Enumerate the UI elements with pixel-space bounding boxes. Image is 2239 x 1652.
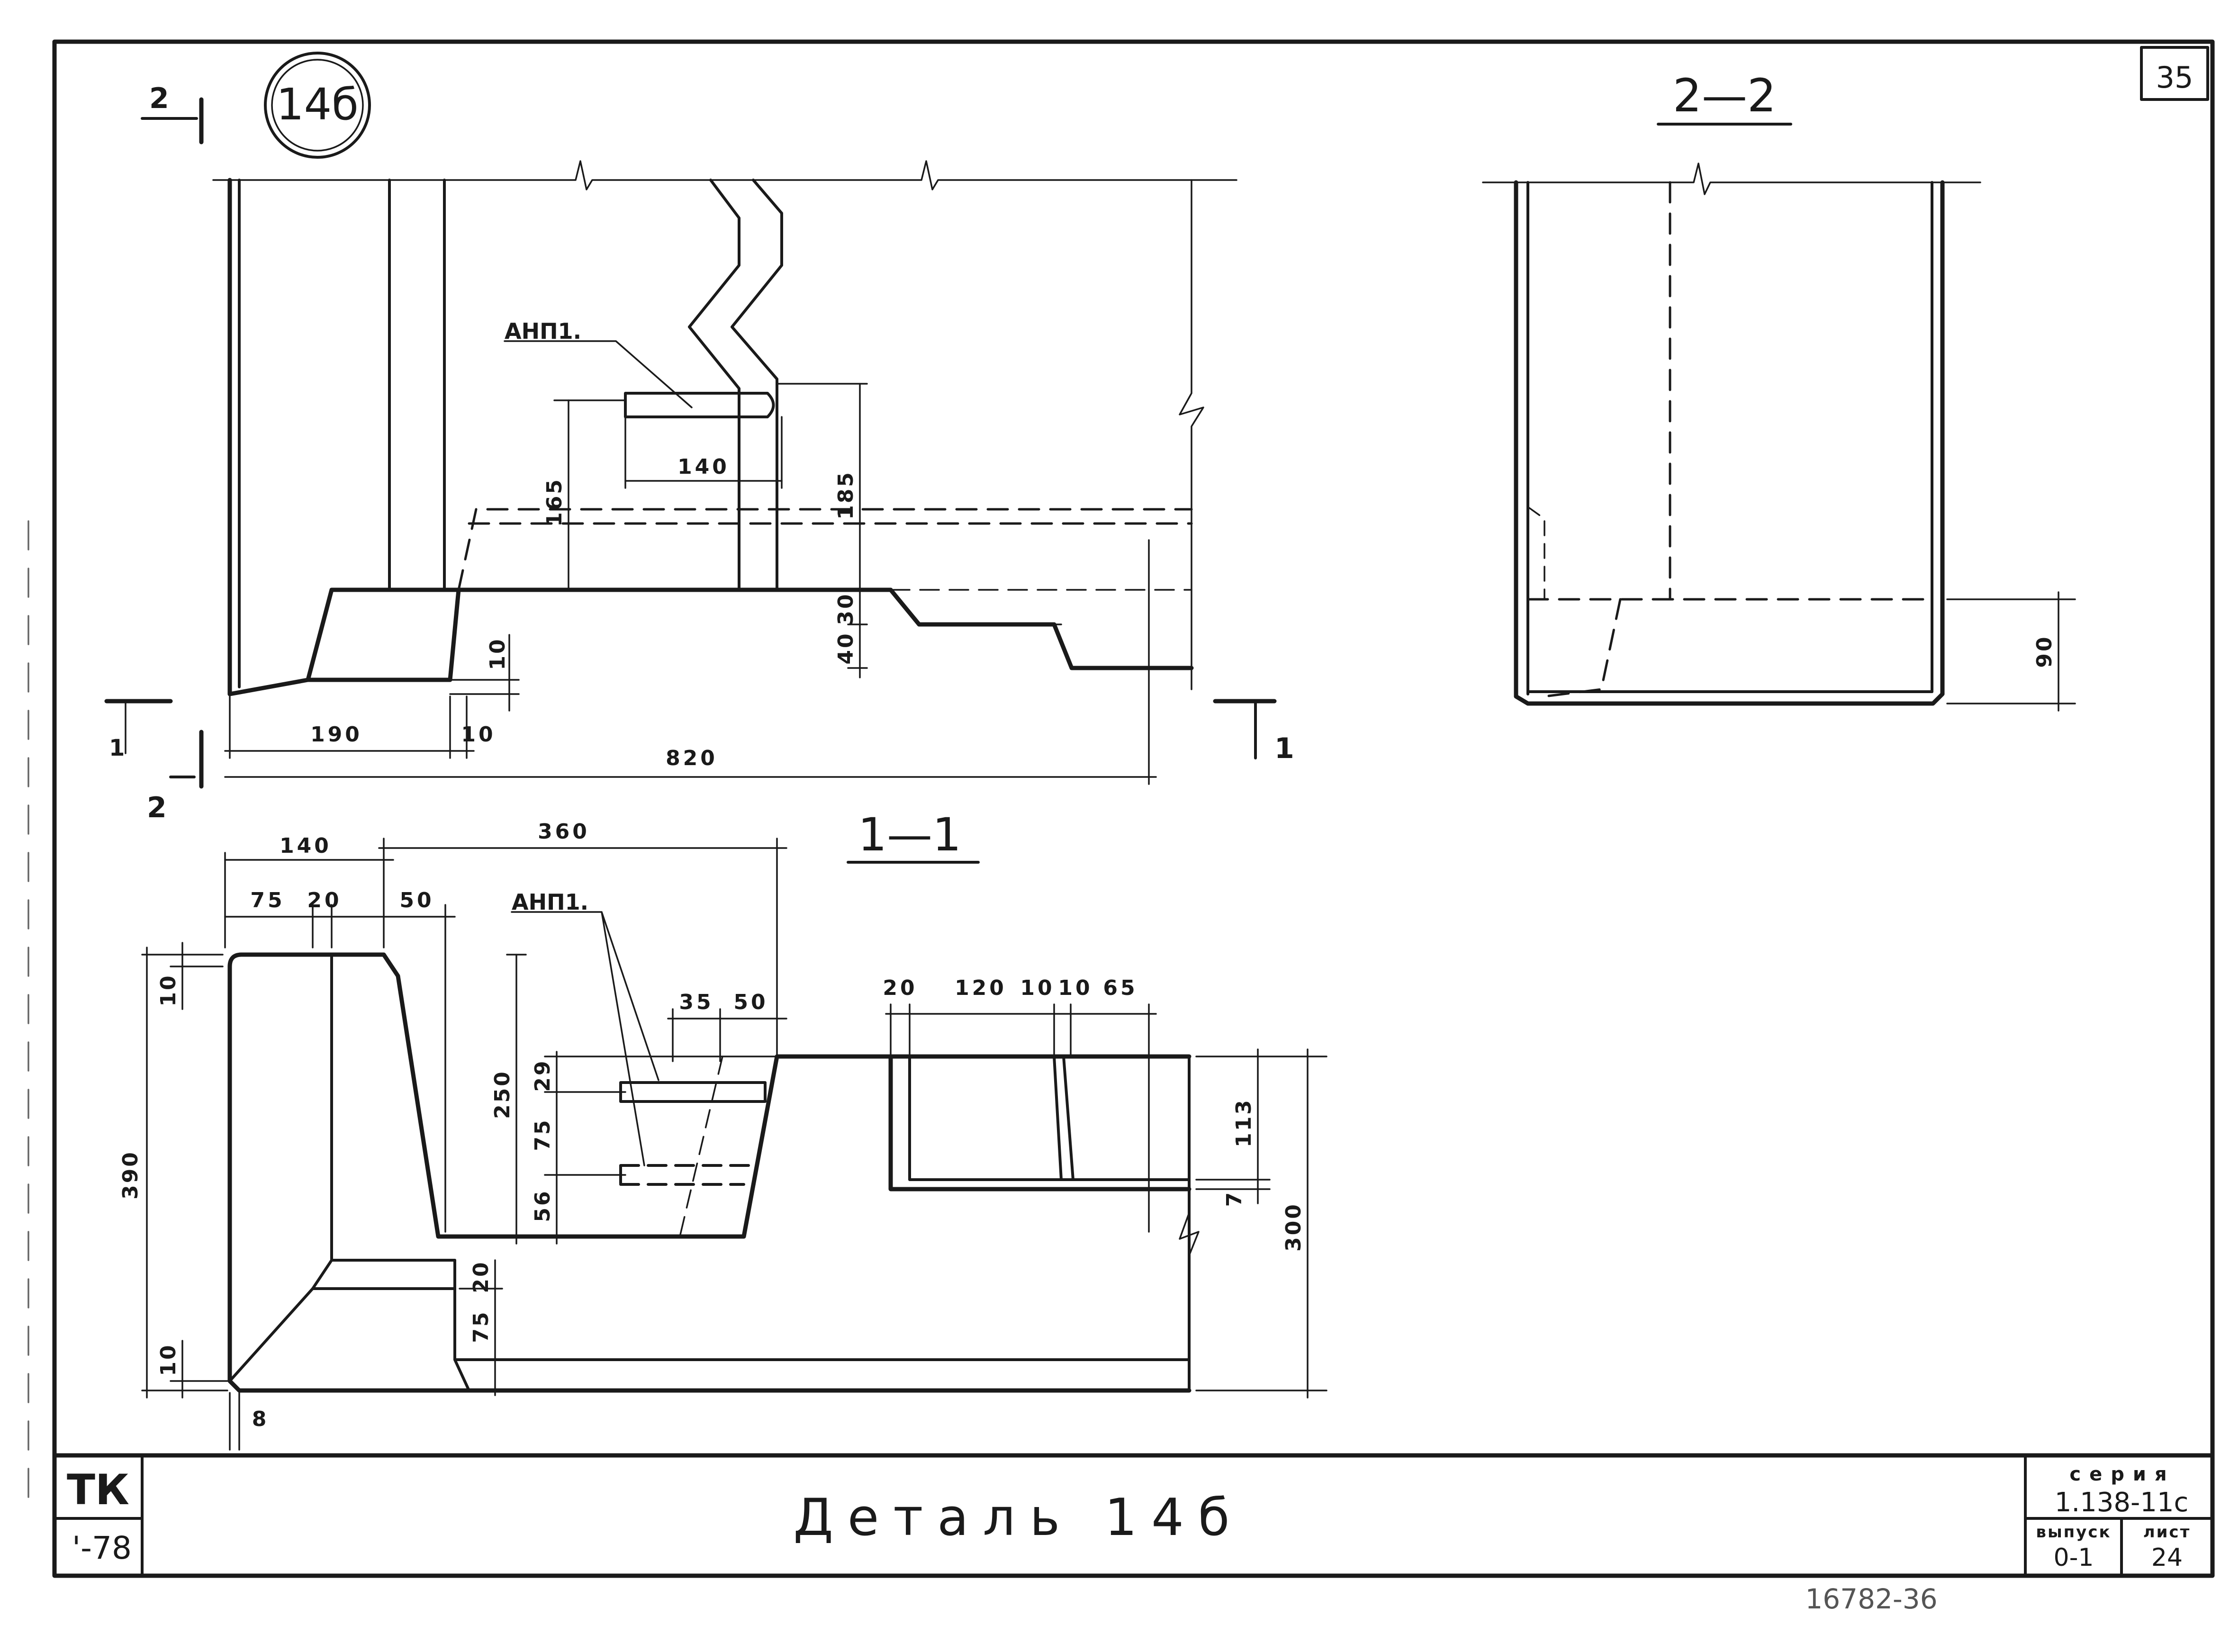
- dim-top-165: 165: [542, 478, 567, 527]
- dim-sec-20v: 20: [469, 1260, 493, 1293]
- dim-22-90: 90: [2032, 635, 2057, 668]
- section-1-1: 1—1 АНП1. 140 360 75 20: [118, 808, 1327, 1451]
- page-number: 35: [2156, 60, 2194, 95]
- dim-sec-56: 56: [531, 1189, 555, 1222]
- dim-sec-250: 250: [490, 1070, 515, 1119]
- drawing-title: Деталь 14б: [794, 1488, 1244, 1547]
- dim-sec-10v: 10: [156, 974, 181, 1006]
- dim-top-140: 140: [677, 455, 730, 479]
- dim-sec-10a: 10: [1020, 976, 1055, 1000]
- detail-circle: [264, 52, 371, 159]
- dim-sec-50b: 50: [733, 990, 768, 1014]
- bottom-note: 16782-36: [1805, 1583, 1937, 1615]
- dim-sec-20: 20: [307, 888, 342, 912]
- stamp-block: 35 ТК '-78 серия 1.138-11с выпуск 0-1 ли…: [67, 60, 2193, 1572]
- stamp-code: ТК: [67, 1465, 129, 1514]
- issue-label: выпуск: [2036, 1523, 2111, 1542]
- dim-sec-10v2: 10: [156, 1343, 181, 1376]
- dim-sec-20b: 20: [883, 976, 917, 1000]
- dim-sec-50a: 50: [399, 888, 434, 912]
- dim-sec-140: 140: [280, 834, 332, 858]
- section-1-1-label: 1—1: [858, 808, 961, 861]
- section-2-2: 2—2 90: [1482, 69, 2076, 712]
- cut-label-2b: 2: [147, 791, 167, 824]
- detail-circle-label: 14б: [276, 79, 359, 130]
- dim-sec-360: 360: [538, 820, 590, 844]
- sheet-label: лист: [2143, 1523, 2191, 1542]
- dim-sec-8: 8: [252, 1407, 270, 1431]
- cut-label-1a: 1: [109, 735, 125, 761]
- sheet-value: 24: [2151, 1544, 2183, 1572]
- series-label: серия: [2069, 1463, 2175, 1485]
- view-top: 14б АНП1. 140 165 18: [104, 52, 1294, 824]
- dim-sec-35: 35: [679, 990, 713, 1014]
- dim-top-10a: 10: [486, 637, 510, 670]
- dim-sec-10b: 10: [1058, 976, 1092, 1000]
- dim-sec-7: 7: [1222, 1191, 1246, 1207]
- sheet-frame: [52, 39, 2215, 1578]
- cut-label-2a: 2: [149, 82, 169, 115]
- callout-anp-sec: АНП1.: [512, 889, 588, 915]
- dim-sec-390: 390: [118, 1150, 143, 1200]
- stamp-number: '-78: [72, 1530, 132, 1566]
- dim-sec-65: 65: [1103, 976, 1138, 1000]
- callout-anp-top: АНП1.: [505, 318, 581, 344]
- dim-sec-75v2: 75: [469, 1310, 493, 1343]
- dim-sec-120: 120: [955, 976, 1007, 1000]
- dim-top-185: 185: [834, 470, 858, 520]
- dim-top-190: 190: [310, 722, 362, 747]
- dim-sec-29: 29: [531, 1059, 555, 1092]
- dim-sec-113: 113: [1232, 1098, 1256, 1147]
- dim-sec-75v: 75: [531, 1118, 555, 1151]
- dim-top-10b: 10: [461, 722, 496, 747]
- dim-top-30: 30: [834, 592, 858, 625]
- dim-top-820: 820: [666, 746, 718, 770]
- dim-sec-75: 75: [250, 888, 285, 912]
- section-2-2-label: 2—2: [1673, 69, 1776, 122]
- series-value: 1.138-11с: [2055, 1487, 2189, 1518]
- dim-sec-300: 300: [1282, 1202, 1306, 1252]
- issue-value: 0-1: [2054, 1544, 2094, 1572]
- cut-label-1b: 1: [1274, 732, 1294, 765]
- dim-top-40: 40: [834, 632, 858, 664]
